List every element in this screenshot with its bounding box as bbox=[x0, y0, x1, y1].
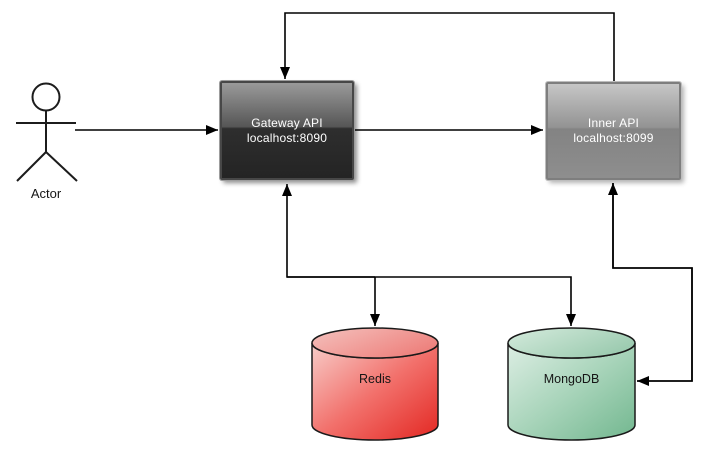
gateway-api-title: Gateway API bbox=[251, 115, 323, 130]
edge-inner-to-mongodb-right-loop bbox=[612, 183, 693, 386]
edge-inner-to-gateway-top-loop bbox=[280, 12, 615, 82]
actor-left-leg bbox=[16, 151, 47, 182]
actor-head bbox=[31, 82, 61, 112]
actor-right-leg bbox=[45, 151, 78, 182]
actor-label: Actor bbox=[30, 186, 62, 201]
node-redis[interactable] bbox=[311, 327, 439, 441]
gateway-api-subtitle: localhost:8090 bbox=[246, 130, 328, 145]
edge-bus-to-gateway-bottom bbox=[282, 184, 375, 278]
mongodb-cylinder-top bbox=[507, 327, 636, 359]
actor-figure[interactable] bbox=[16, 82, 78, 182]
redis-label: Redis bbox=[359, 372, 391, 386]
redis-cylinder-top bbox=[311, 327, 439, 359]
mongodb-label: MongoDB bbox=[543, 372, 600, 386]
edge-bus-to-mongodb-top bbox=[287, 276, 576, 326]
inner-api-subtitle: localhost:8099 bbox=[573, 131, 654, 145]
inner-api-title: Inner API bbox=[587, 116, 640, 130]
node-inner-api[interactable]: Inner API localhost:8099 bbox=[546, 82, 681, 180]
node-gateway-api[interactable]: Gateway API localhost:8090 bbox=[220, 81, 354, 180]
node-mongodb[interactable] bbox=[507, 327, 636, 441]
